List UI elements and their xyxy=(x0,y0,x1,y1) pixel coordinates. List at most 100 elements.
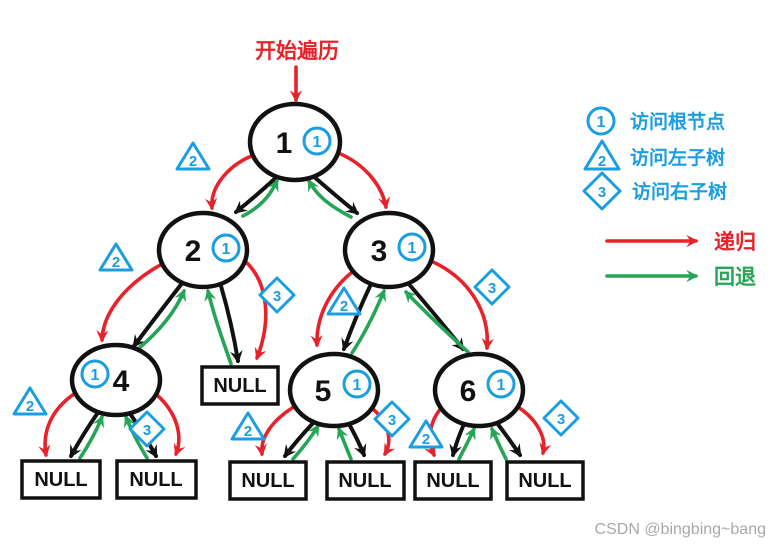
edge-2-null xyxy=(219,284,243,364)
backtrack-4-2 xyxy=(136,288,186,351)
null-rect xyxy=(325,460,406,501)
backtrack-null-5-right xyxy=(336,426,353,461)
null-rect xyxy=(115,459,198,500)
backtrack-2-1 xyxy=(241,178,279,218)
recursion-3-5 xyxy=(310,271,353,348)
node-value: 3 xyxy=(371,235,388,268)
null-box: NULL xyxy=(200,365,280,406)
diamond-icon xyxy=(258,276,296,314)
visit-order-badge xyxy=(211,233,241,263)
null-label: NULL xyxy=(241,470,294,492)
recursion-label: 递归 xyxy=(714,230,756,254)
legend: 1 访问根节点 2 访问左子树 3 访问右子树 递归 回退 xyxy=(582,106,756,289)
recursion-1-3 xyxy=(334,150,391,210)
backtrack-null-6-left xyxy=(457,426,476,461)
diamond-icon xyxy=(582,171,622,211)
diamond-icon xyxy=(473,268,511,306)
diamond-marker: 3 xyxy=(373,400,411,438)
triangle-marker: 2 xyxy=(98,242,134,272)
marker-number: 2 xyxy=(112,254,120,271)
null-label: NULL xyxy=(34,469,87,491)
null-box: NULL xyxy=(115,459,198,500)
visit-order-number: 1 xyxy=(353,377,362,394)
null-box: NULL xyxy=(505,460,585,501)
node-value: 6 xyxy=(460,375,477,408)
triangle-icon xyxy=(175,141,211,171)
marker-number: 2 xyxy=(244,423,252,440)
marker-number: 2 xyxy=(26,398,34,415)
visit-order-badge xyxy=(342,369,372,399)
legend-item-right: 3 访问右子树 xyxy=(582,171,727,211)
recursion-4-null-left xyxy=(38,392,76,458)
visit-order-badge xyxy=(80,359,110,389)
visit-order-number: 1 xyxy=(222,241,231,258)
legend-backtrack: 回退 xyxy=(605,266,756,289)
edge-5-null-right xyxy=(347,422,367,458)
triangle-icon xyxy=(98,242,134,272)
tree-nodes: 1 1 2 1 3 1 1 4 5 1 xyxy=(69,101,526,429)
marker-number: 2 xyxy=(340,298,348,315)
marker-number: 3 xyxy=(557,411,565,428)
null-rect xyxy=(505,460,585,501)
backtrack-arrows xyxy=(78,178,508,461)
backtrack-label: 回退 xyxy=(714,266,756,289)
marker-number: 2 xyxy=(189,153,197,170)
legend-step-number: 1 xyxy=(597,114,606,131)
backtrack-3-1 xyxy=(307,178,353,219)
null-label: NULL xyxy=(129,469,182,491)
node-ellipse xyxy=(342,210,436,290)
edge-2-4 xyxy=(132,280,185,349)
legend-item-left: 2 访问左子树 xyxy=(583,139,725,171)
diamond-icon xyxy=(128,410,166,448)
legend-recursion: 递归 xyxy=(605,230,756,254)
marker-number: 3 xyxy=(488,280,496,297)
backtrack-null-6-right xyxy=(490,426,508,461)
marker-number: 2 xyxy=(422,431,430,448)
tree-node-5: 5 1 xyxy=(287,351,381,429)
recursion-3-6 xyxy=(429,259,494,351)
visit-order-number: 1 xyxy=(497,377,506,394)
tree-node-6: 6 1 xyxy=(432,351,526,429)
backtrack-6-3 xyxy=(404,290,470,354)
recursion-2-null xyxy=(243,259,268,361)
circle-icon xyxy=(586,106,616,136)
null-rect xyxy=(20,459,102,500)
node-value: 2 xyxy=(185,235,202,268)
diamond-marker: 3 xyxy=(258,276,296,314)
node-value: 5 xyxy=(315,375,332,408)
triangle-icon xyxy=(408,419,444,449)
null-label: NULL xyxy=(518,470,571,492)
visit-order-number: 1 xyxy=(313,134,322,151)
null-label: NULL xyxy=(338,470,391,492)
recursion-1-2 xyxy=(205,152,259,211)
recursion-6-null-right xyxy=(511,402,552,456)
triangle-icon xyxy=(12,386,48,416)
legend-item-label: 访问根节点 xyxy=(630,110,725,133)
recursion-5-null-left xyxy=(254,403,299,457)
legend-item-root: 1 访问根节点 xyxy=(586,106,725,136)
null-box: NULL xyxy=(325,460,406,501)
triangle-marker: 2 xyxy=(175,141,211,171)
visit-order-badge xyxy=(486,369,516,399)
marker-number: 3 xyxy=(143,422,151,439)
visit-order-badge xyxy=(302,126,332,156)
step-markers: 2 2 2 2 2 2 3 3 xyxy=(12,141,580,449)
backtrack-null-2 xyxy=(204,288,233,366)
legend-item-label: 访问左子树 xyxy=(630,146,725,169)
null-label: NULL xyxy=(213,375,266,397)
legend-step-number: 2 xyxy=(598,153,606,170)
marker-number: 3 xyxy=(388,412,396,429)
visit-order-badge xyxy=(397,232,427,262)
null-rect xyxy=(200,365,280,406)
tree-node-4: 1 4 xyxy=(69,342,163,418)
edge-6-null-right xyxy=(495,421,522,458)
null-box: NULL xyxy=(20,459,102,500)
null-box: NULL xyxy=(228,460,308,501)
diamond-marker: 3 xyxy=(473,268,511,306)
tree-node-2: 2 1 xyxy=(156,210,250,290)
edge-6-null-left xyxy=(449,422,466,458)
triangle-marker: 2 xyxy=(326,286,362,316)
tree-node-3: 3 1 xyxy=(342,210,436,290)
